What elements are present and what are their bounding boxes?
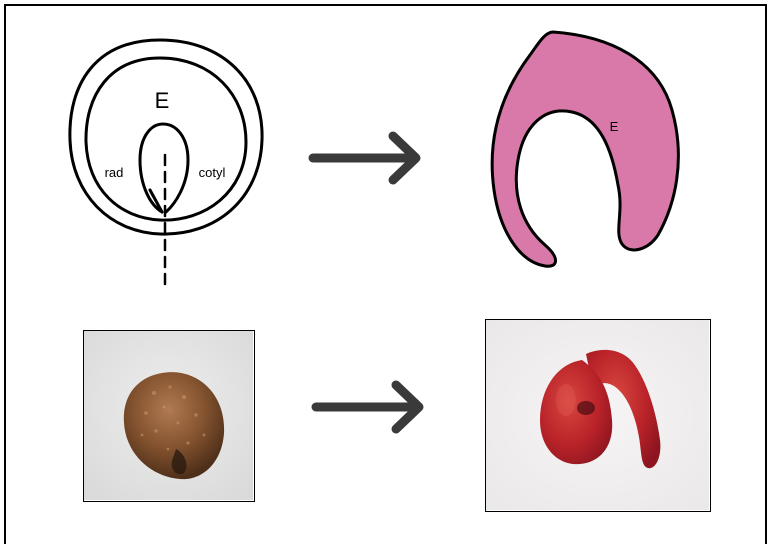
germinated-seed-photo — [485, 319, 711, 512]
germinated-embryo-drawing — [492, 32, 678, 266]
right-arrow-icon — [316, 385, 419, 429]
right-arrow-icon — [313, 136, 416, 180]
seed-radicle-label: rad — [105, 165, 124, 180]
seed-coat-outer-outline — [70, 40, 262, 234]
seed-cross-section-drawing — [70, 40, 262, 290]
seed-cotyledon-label: cotyl — [199, 165, 226, 180]
seed-photo — [83, 330, 255, 502]
germinated-embryo-label: E — [610, 119, 619, 134]
seed-embryo-label: E — [155, 88, 170, 113]
